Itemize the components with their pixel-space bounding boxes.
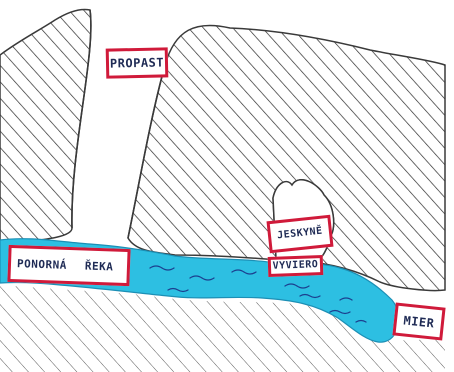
label-sea-text: MIER bbox=[402, 312, 436, 331]
left-rock-mass bbox=[0, 8, 92, 246]
abyss-wall-left bbox=[71, 9, 92, 229]
label-abyss-text: PROPAST bbox=[109, 55, 165, 71]
abyss-wall-right bbox=[127, 64, 166, 239]
lower-rock-mass bbox=[0, 285, 445, 372]
label-caves: JESKYNĚ bbox=[266, 214, 334, 254]
label-spring-text: VYVIERO bbox=[272, 259, 319, 272]
label-river-word2: ŘEKA bbox=[84, 259, 114, 274]
label-spring: VYVIERO bbox=[267, 255, 324, 277]
label-underground-river: PONORNÁ ŘEKA bbox=[7, 244, 131, 287]
label-sea: MIER bbox=[392, 302, 446, 341]
label-caves-text: JESKYNĚ bbox=[276, 225, 324, 242]
label-abyss: PROPAST bbox=[105, 47, 169, 79]
label-river-word1: PONORNÁ bbox=[16, 257, 68, 272]
